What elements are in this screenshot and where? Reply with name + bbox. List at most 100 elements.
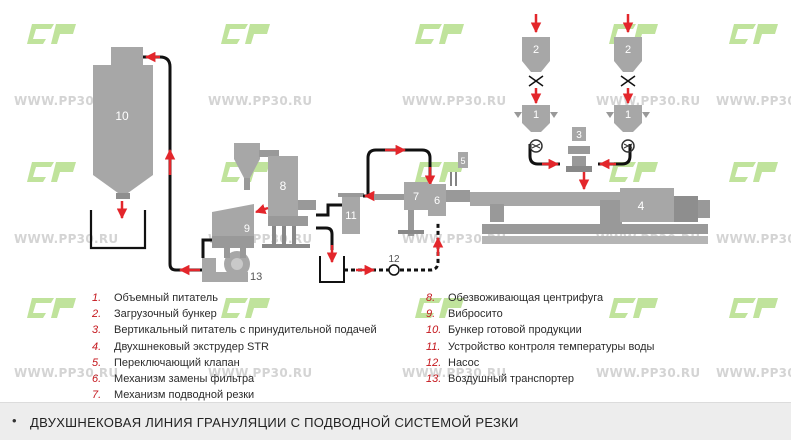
watermark-logo-icon (609, 162, 658, 182)
legend-label: Загрузочный бункер (114, 308, 217, 321)
watermark-logo-icon (415, 298, 464, 318)
extruder-4-number: 4 (638, 199, 645, 213)
legend-number: 11. (426, 340, 441, 353)
pipe-pump-line (344, 222, 440, 272)
legend-number: 7. (92, 389, 102, 402)
legend-label: Двухшнековый экструдер STR (114, 340, 269, 353)
watermark-text: WWW.PP30.RU (208, 94, 313, 108)
pipe-sieve-to-transport (201, 238, 216, 258)
legend-number: 6. (92, 372, 102, 385)
watermark-logo-icon (729, 162, 778, 182)
legend-item: 8. Обезвоживающая центрифуга (426, 290, 726, 306)
feeder-1-left: 1 (514, 105, 558, 153)
arrow-centrifuge-to-sieve (255, 204, 269, 214)
hopper-10: 10 (93, 47, 153, 199)
legend-label: Воздушный транспортер (448, 372, 575, 385)
watermark-text: WWW.PP30.RU (208, 366, 313, 380)
legend-number: 8. (426, 292, 436, 304)
valve-5-number: 5 (460, 156, 465, 166)
legend-item: 12. Насос (426, 355, 726, 371)
legend-item: 6. Механизм замены фильтра (92, 371, 392, 387)
legend-label: Переключающий клапан (114, 356, 240, 369)
legend-number: 9. (426, 308, 436, 321)
pump-12-number: 12 (388, 254, 400, 265)
legend-item: 9. Вибросито (426, 306, 726, 322)
watermark-text: WWW.PP30.RU (402, 232, 507, 246)
hopper-10-number: 10 (115, 109, 129, 123)
legend-label: Вибросито (448, 308, 503, 321)
legend-number: 10. (426, 324, 442, 337)
legend-item: 1. Объемный питатель (92, 290, 392, 306)
pipe-centrifuge-to-tank (316, 226, 334, 250)
legend-number: 4. (92, 340, 102, 353)
legend-number: 5. (92, 356, 102, 369)
legend-label: Насос (448, 356, 480, 369)
pump-12: 12 (388, 254, 400, 276)
product-bin (89, 201, 147, 250)
vibro-sieve-9: 9 (212, 204, 254, 258)
granulation-line-diagram: 10 13 9 (89, 14, 710, 283)
centrifuge-8: 8 (234, 143, 316, 248)
pipe-feed-right (598, 144, 632, 166)
legend-label: Механизм замены фильтра (114, 372, 255, 385)
legend-item: 11. Устройство контроля температуры воды (426, 339, 726, 355)
feeder-1a-number: 1 (533, 109, 539, 121)
pipe-water-loop (363, 148, 432, 198)
legend-number: 1. (92, 292, 102, 304)
air-transporter-13: 13 (202, 251, 262, 283)
watermark-text: WWW.PP30.RU (596, 94, 701, 108)
legend-item: 13. Воздушный транспортер (426, 371, 726, 387)
watermark-logo-icon (729, 24, 778, 44)
legend-item: 5. Переключающий клапан (92, 355, 392, 371)
legend-label: Устройство контроля температуры воды (448, 340, 655, 353)
bunker-2b-number: 2 (625, 44, 631, 56)
legend-right: 8. Обезвоживающая центрифуга 9. Вибросит… (426, 290, 726, 387)
caption-bullet: • (12, 413, 17, 428)
watermark-logo-icon (221, 162, 270, 182)
legend-number: 12. (426, 356, 442, 369)
watermark-text: WWW.PP30.RU (716, 366, 791, 380)
watermark-logo-icon (27, 24, 76, 44)
legend-number: 13. (426, 372, 442, 385)
watermark-logo-icon (27, 298, 76, 318)
bunker-2-left: 2 (522, 37, 550, 87)
watermark-text: WWW.PP30.RU (14, 366, 119, 380)
feeder-3-number: 3 (576, 130, 582, 141)
watermark-text: WWW.PP30.RU (14, 94, 119, 108)
legend-number: 3. (92, 324, 102, 337)
watermark-logo-icon (27, 162, 76, 182)
watermark-logo-icon (609, 298, 658, 318)
watermark-text: WWW.PP30.RU (716, 94, 791, 108)
watermark-text: WWW.PP30.RU (402, 94, 507, 108)
sieve-9-number: 9 (244, 223, 250, 235)
feeder-1-right: 1 (606, 105, 650, 153)
legend-item: 7. Механизм подводной резки (92, 387, 392, 403)
legend-left: 1. Объемный питатель 2. Загрузочный бунк… (92, 290, 392, 403)
transport-13-number: 13 (250, 271, 262, 283)
extruder-8-number: 8 (280, 179, 287, 193)
feeder-1b-number: 1 (625, 109, 631, 121)
centrifuge-6-number: 6 (434, 195, 440, 207)
cutter-assembly: 7 6 5 (374, 152, 470, 236)
feeder-3: 3 (566, 127, 592, 172)
pipe-cutter-to-centrifuge (316, 203, 343, 217)
pipe-feed-left (528, 144, 560, 166)
watermark-text: WWW.PP30.RU (596, 366, 701, 380)
bunker-2a-number: 2 (533, 44, 539, 56)
legend-item: 10. Бункер готовой продукции (426, 322, 726, 338)
legend-label: Механизм подводной резки (114, 389, 255, 402)
filter-7-number: 7 (413, 191, 419, 203)
watermark-logo-icon (415, 24, 464, 44)
legend-item: 4. Двухшнековый экструдер STR (92, 339, 392, 355)
legend-item: 2. Загрузочный бункер (92, 306, 392, 322)
watermark-logo-icon (221, 298, 270, 318)
twin-screw-extruder-4: 4 (470, 188, 710, 244)
legend-label: Бункер готовой продукции (448, 324, 582, 337)
watermark-text: WWW.PP30.RU (402, 366, 507, 380)
legend-item: 3. Вертикальный питатель с принудительно… (92, 322, 392, 338)
watermark-logo-icon (221, 24, 270, 44)
watermark-text: WWW.PP30.RU (716, 232, 791, 246)
bunker-2-right: 2 (614, 37, 642, 87)
legend-label: Вертикальный питатель с принудительной п… (114, 324, 377, 337)
